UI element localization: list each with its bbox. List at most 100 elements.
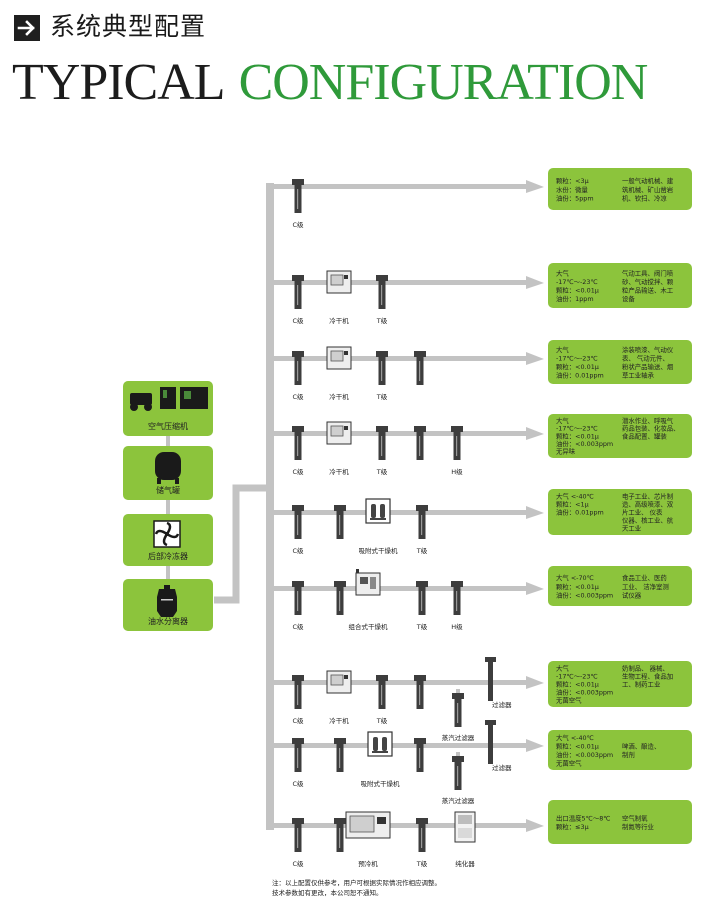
component-dryer: 冷干机: [326, 346, 352, 401]
component-purifier: 纯化器: [454, 811, 476, 868]
spec-box-bg: [548, 566, 692, 606]
spec-line: -17℃～-23℃: [556, 673, 598, 681]
spec-line: 颗粒：<0.01μ: [556, 286, 599, 295]
filter-icon: [451, 581, 463, 615]
spec-box: 大气 <-70℃颗粒：<0.01μ油份：<0.003ppm食品工业、医药工业、 …: [548, 566, 692, 606]
spec-box-bg: [548, 730, 692, 770]
filter-icon: [334, 818, 346, 852]
spec-line: 出口温度5℃～8℃: [556, 814, 610, 823]
component-label: 冷干机: [329, 467, 349, 476]
branch-pipe: [268, 823, 528, 828]
application-line: 工、制药工业: [622, 680, 661, 689]
component-filter: T级: [376, 351, 388, 401]
component-filter: C级: [292, 505, 304, 555]
spec-line: -17℃～-23℃: [556, 355, 598, 363]
spec-line: 颗粒：<3μ: [556, 176, 589, 185]
application-line: 一般气动机械、建: [622, 176, 674, 185]
air-compressor-icon: [130, 387, 208, 411]
application-line: 表、 气动元件、: [622, 354, 669, 363]
filter-icon: [414, 351, 426, 385]
application-line: 机、钦扫、冷凉: [622, 193, 667, 202]
filter-icon: [414, 738, 426, 772]
spec-box-bg: [548, 661, 692, 707]
filter-icon: [292, 818, 304, 852]
application-line: 制氮等行业: [622, 822, 655, 831]
spec-box: 大气-17℃～-23℃颗粒：<0.01μ油份：1ppm气动工具、阀门喷砂、气动搅…: [548, 263, 692, 308]
spec-box: 颗粒：<3μ水份：微量油份：5ppm一般气动机械、建筑机械、矿山凿岩机、钦扫、冷…: [548, 168, 692, 210]
flow-arrow-icon: [526, 739, 544, 752]
flow-arrow-icon: [526, 276, 544, 289]
source-box-3: 油水分离器: [123, 579, 213, 631]
component-dryer: 冷干机: [326, 421, 352, 476]
component-combo: 组合式干燥机: [349, 569, 388, 631]
branch-pipe: [268, 184, 528, 189]
flow-arrow-icon: [526, 506, 544, 519]
source-link-0: [166, 436, 170, 446]
component-filter: H级: [451, 581, 463, 631]
component-label: C级: [292, 220, 304, 229]
spec-line: 油份：1ppm: [556, 294, 594, 303]
filter-icon: [292, 738, 304, 772]
steam-filter-icon: [452, 756, 464, 790]
application-line: 空气制氧: [622, 814, 648, 823]
component-filter: T级: [376, 426, 388, 476]
application-line: 奶制品、 器械、: [622, 664, 669, 673]
application-line: 啤酒、酿造、: [622, 742, 660, 751]
component-filter: T级: [376, 275, 388, 325]
section-heading: 系统典型配置: [50, 12, 207, 41]
component-label: T级: [376, 316, 388, 325]
main-pipe: [214, 183, 274, 830]
spec-line: 油份：<0.003ppm: [556, 750, 613, 759]
component-filter: C级: [292, 426, 304, 476]
branch-row-7: C级吸附式干燥机蒸汽过滤器过滤器大气 <-40℃颗粒：<0.01μ油份：<0.0…: [268, 720, 692, 805]
filter-icon: [292, 426, 304, 460]
component-adsorb: 吸附式干燥机: [361, 731, 401, 788]
spec-line: 大气 <-40℃: [556, 733, 594, 742]
source-box-0: 空气压缩机: [123, 381, 213, 436]
flow-arrow-icon: [526, 180, 544, 193]
branch-pipe: [268, 680, 528, 685]
component-filter: C级: [292, 818, 304, 868]
application-line: 粒产品输送、木工: [622, 286, 674, 295]
adsorption-dryer-icon: [367, 731, 393, 757]
component-filter: T级: [416, 505, 428, 555]
spec-box-bg: [548, 340, 692, 384]
component-filter: [414, 351, 426, 385]
spec-box-bg: [548, 414, 692, 458]
steam-filter-label: 蒸汽过滤器: [442, 796, 475, 805]
spec-line: 颗粒：<0.01μ: [556, 742, 599, 751]
application-line: 仪器、核工业、航: [622, 516, 674, 525]
steam-filter-icon: [452, 693, 464, 727]
filter-icon: [334, 738, 346, 772]
spec-line: 油份：<0.003ppm: [556, 590, 613, 599]
filter-icon: [292, 675, 304, 709]
source-link-1: [166, 500, 170, 514]
component-label: H级: [451, 622, 463, 631]
spec-box-bg: [548, 800, 692, 844]
component-filter: [334, 581, 346, 615]
component-filter: [414, 426, 426, 460]
component-label: T级: [416, 859, 428, 868]
component-label: T级: [376, 716, 388, 725]
component-label: 吸附式干燥机: [361, 779, 401, 788]
spec-line: 大气 <-40℃: [556, 492, 594, 501]
branch-pipe: [268, 743, 528, 748]
application-line: 生物工程、食品加: [622, 672, 673, 681]
filter-icon: [376, 351, 388, 385]
filter-icon: [416, 581, 428, 615]
spec-line: 无菌空气: [556, 759, 582, 768]
filter-icon: [334, 505, 346, 539]
application-line: 制剂: [622, 750, 635, 759]
flow-arrow-icon: [526, 582, 544, 595]
flow-arrow-icon: [526, 676, 544, 689]
spec-line: 颗粒：<0.01μ: [556, 680, 599, 689]
filter-icon: [376, 426, 388, 460]
filter-icon: [414, 426, 426, 460]
filter-icon: [416, 818, 428, 852]
